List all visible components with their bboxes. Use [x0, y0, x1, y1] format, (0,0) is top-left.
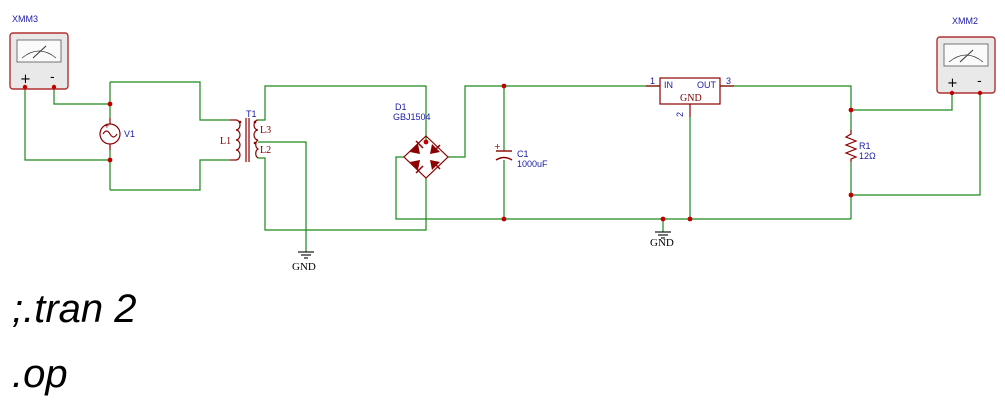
wire-sec-mid[interactable]: [258, 141, 307, 252]
dot-mark: [253, 141, 257, 145]
c1-ref-label: C1: [517, 149, 529, 159]
regulator-gnd-label: GND: [680, 93, 702, 104]
junction-dot: [107, 101, 113, 107]
xmm2-terminal-minus[interactable]: [977, 90, 983, 96]
wire-bridge-plus[interactable]: [448, 85, 504, 158]
junction-dot: [423, 139, 429, 145]
diode-icon: [410, 160, 420, 170]
xmm2-needle: [959, 49, 974, 63]
wire-xmm2-plus[interactable]: [851, 93, 953, 111]
wires: [24, 81, 981, 252]
capacitor-plate-bottom: [495, 156, 513, 161]
ground-label: GND: [650, 237, 674, 249]
source-plus-mark: +: [104, 122, 110, 130]
junction-dot: [501, 83, 507, 89]
t1-ref-label: T1: [246, 109, 257, 119]
transformer-t1[interactable]: T1 L1 L3 L2: [220, 109, 271, 162]
regulator-body: [659, 77, 721, 105]
t1-pin-l2: L2: [260, 145, 271, 156]
junction-dot: [687, 216, 693, 222]
multimeter-xmm2[interactable]: XMM2 + -: [936, 16, 996, 96]
regulator-pin-gnd-number: 2: [675, 112, 685, 117]
xmm3-dial-arc: [21, 50, 57, 59]
junction-dot: [848, 107, 854, 113]
regulator-pin-in-number: 1: [650, 76, 655, 86]
xmm2-minus-sign: -: [977, 74, 982, 89]
wire-prim-top[interactable]: [110, 81, 230, 121]
xmm3-terminal-minus[interactable]: [51, 84, 57, 90]
wire-prim-bottom[interactable]: [110, 159, 230, 191]
junctions: [107, 83, 854, 222]
junction-dot: [501, 216, 507, 222]
wire-sec-bottom[interactable]: [258, 157, 427, 231]
secondary-coil-l2: [255, 139, 260, 159]
wire-bridge-minus[interactable]: [395, 156, 504, 220]
dot-mark: [253, 120, 257, 124]
c1-value-label: 1000uF: [517, 159, 548, 169]
v1-ref-label: V1: [124, 129, 135, 139]
junction-dot: [107, 157, 113, 163]
xmm2-ref-label: XMM2: [952, 16, 978, 26]
junction-dot: [660, 216, 666, 222]
resistor-r1[interactable]: R1 12Ω: [844, 130, 876, 162]
d1-ref-label: D1: [395, 102, 407, 112]
ac-source-circle: [99, 123, 121, 145]
diode-icon: [410, 144, 420, 154]
wire-xmm2-minus[interactable]: [851, 93, 981, 196]
t1-pin-l3: L3: [260, 125, 271, 136]
xmm2-plus-sign: +: [947, 76, 958, 91]
t1-pin-l1: L1: [220, 136, 231, 147]
d1-value-label: GBJ1504: [393, 112, 431, 122]
ground-label: GND: [292, 261, 316, 273]
regulator-out-label: OUT: [697, 80, 717, 90]
xmm3-ref-label: XMM3: [12, 14, 38, 24]
regulator-pin-out-number: 3: [726, 76, 731, 86]
multimeter-xmm3[interactable]: XMM3 + -: [9, 14, 69, 90]
wire-sec-top[interactable]: [258, 85, 427, 142]
xmm2-terminal-plus[interactable]: [949, 90, 955, 96]
sine-wave-icon: [102, 130, 118, 138]
primary-coil: [235, 119, 241, 161]
wire-reg-out[interactable]: [720, 85, 852, 130]
dot-mark: [238, 120, 242, 124]
regulator-in-label: IN: [664, 80, 673, 90]
xmm2-dial-arc: [948, 54, 984, 63]
ground-symbol-left[interactable]: GND: [292, 251, 316, 273]
xmm3-needle: [32, 45, 47, 59]
r1-value-label: 12Ω: [859, 151, 876, 161]
voltage-regulator[interactable]: 1 3 2 IN OUT GND: [646, 76, 734, 117]
bridge-rectifier-d1[interactable]: D1 GBJ1504: [393, 102, 449, 179]
resistor-zigzag: [844, 130, 858, 162]
ground-symbol-right[interactable]: GND: [650, 231, 674, 249]
xmm3-minus-sign: -: [50, 70, 55, 85]
junction-dot: [848, 192, 854, 198]
xmm3-terminal-plus[interactable]: [22, 84, 28, 90]
r1-ref-label: R1: [859, 141, 871, 151]
xmm3-plus-sign: +: [20, 72, 31, 87]
capacitor-c1[interactable]: + C1 1000uF: [494, 142, 548, 169]
bridge-outline: [403, 135, 449, 179]
spice-directive-tran[interactable]: ;.tran 2: [12, 287, 137, 331]
wire-xmm3-plus[interactable]: [24, 87, 110, 161]
capacitor-polarity-mark: +: [494, 142, 501, 151]
spice-directive-op[interactable]: .op: [12, 352, 68, 396]
wire-xmm3-minus[interactable]: [53, 87, 110, 105]
ac-source-v1[interactable]: + V1: [99, 118, 135, 150]
